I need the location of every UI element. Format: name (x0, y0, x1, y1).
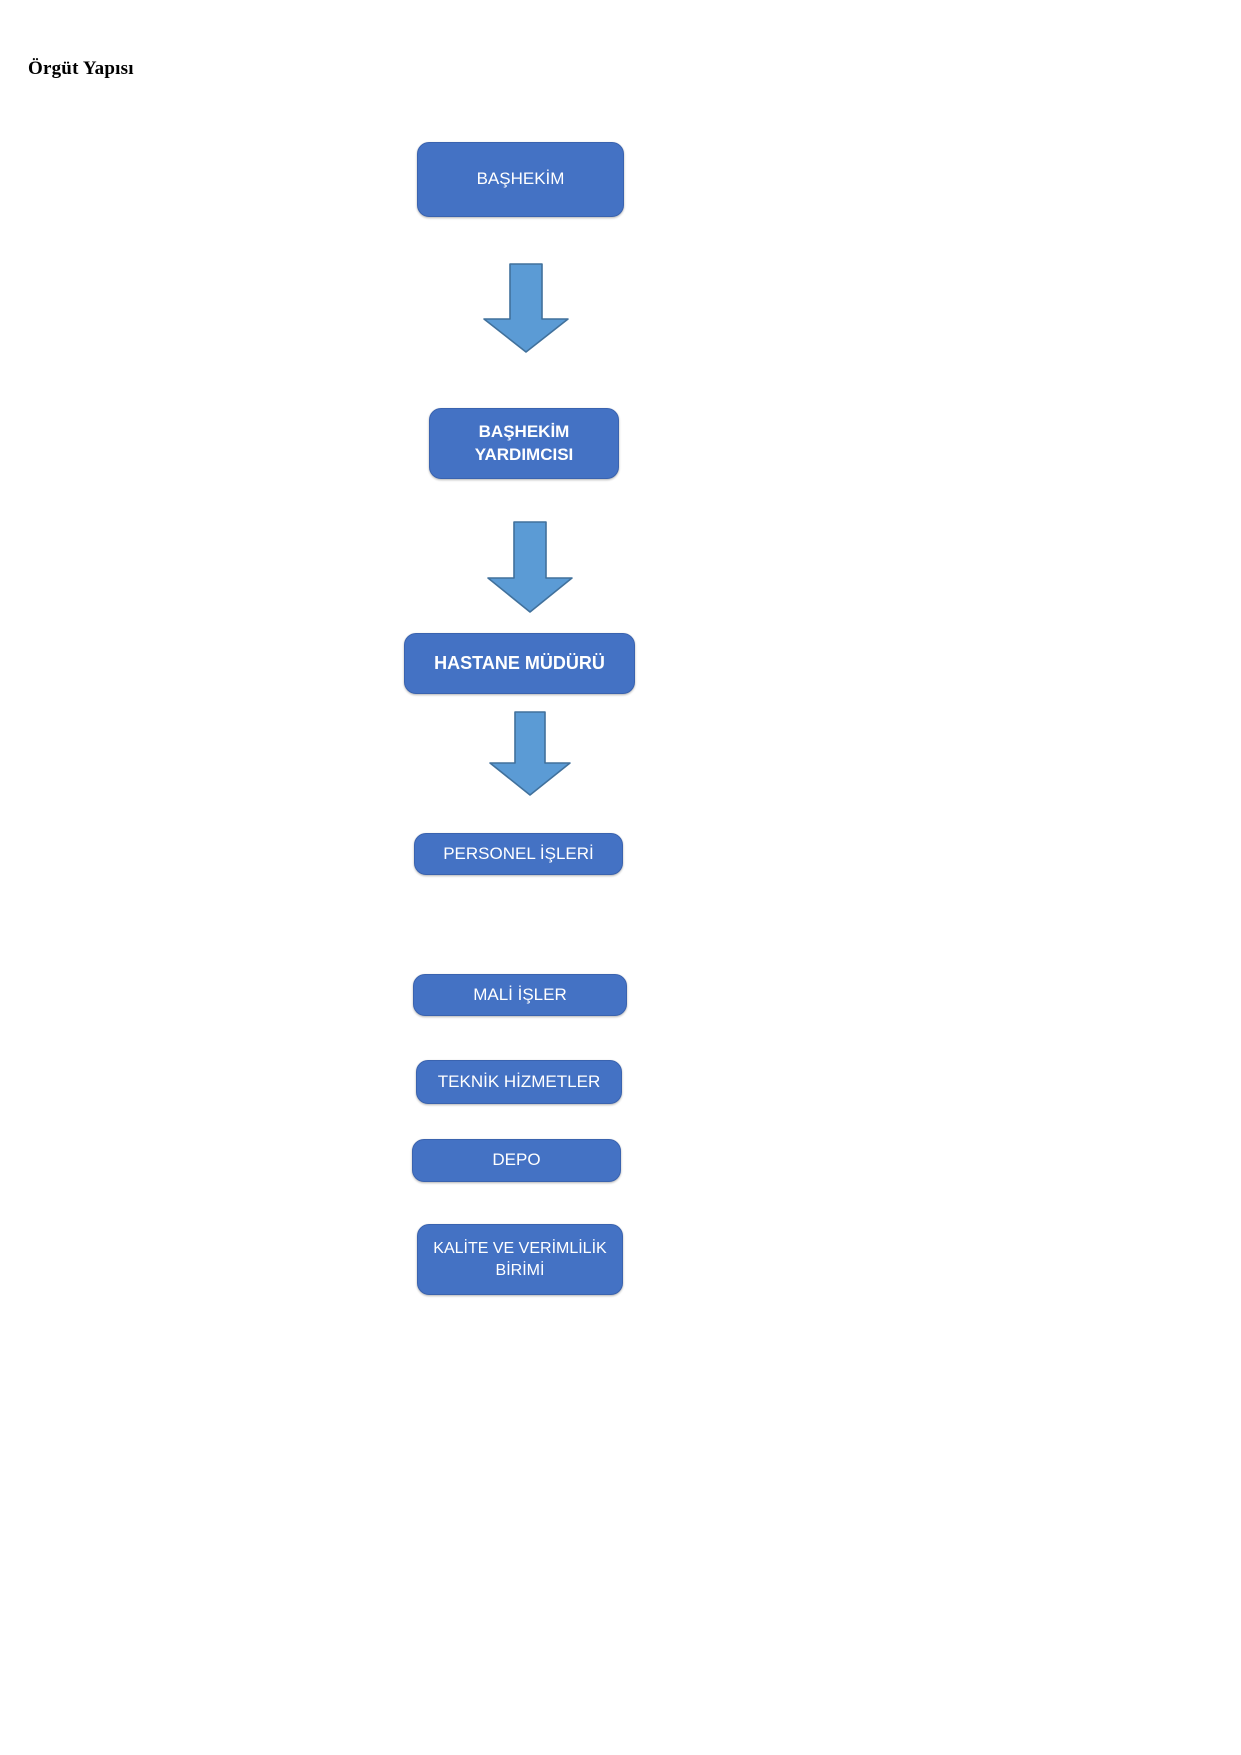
org-node-hastane-muduru: HASTANE MÜDÜRÜ (404, 633, 635, 694)
org-node-label: MALİ İŞLER (473, 984, 567, 1004)
org-node-personel-isleri: PERSONEL İŞLERİ (414, 833, 623, 875)
org-node-label: HASTANE MÜDÜRÜ (434, 653, 605, 674)
org-node-bashekim: BAŞHEKİM (417, 142, 624, 217)
org-node-mali-isler: MALİ İŞLER (413, 974, 627, 1016)
down-arrow-icon-3 (489, 711, 571, 796)
down-arrow-icon-1 (483, 263, 569, 353)
org-node-label: BAŞHEKİM YARDIMCISI (474, 421, 574, 464)
org-node-depo: DEPO (412, 1139, 621, 1182)
page-title: Örgüt Yapısı (28, 58, 134, 79)
org-node-label: DEPO (492, 1150, 541, 1170)
org-node-label: KALİTE VE VERİMLİLİK BİRİMİ (433, 1239, 607, 1279)
org-node-kalite-ve-verimlilik-birimi: KALİTE VE VERİMLİLİK BİRİMİ (417, 1224, 623, 1295)
org-node-teknik-hizmetler: TEKNİK HİZMETLER (416, 1060, 622, 1104)
org-node-label: PERSONEL İŞLERİ (443, 843, 594, 863)
org-node-label: TEKNİK HİZMETLER (437, 1071, 601, 1091)
down-arrow-icon-2 (487, 521, 573, 613)
org-node-label: BAŞHEKİM (476, 169, 565, 189)
org-node-bashekim-yardimcisi: BAŞHEKİM YARDIMCISI (429, 408, 619, 479)
